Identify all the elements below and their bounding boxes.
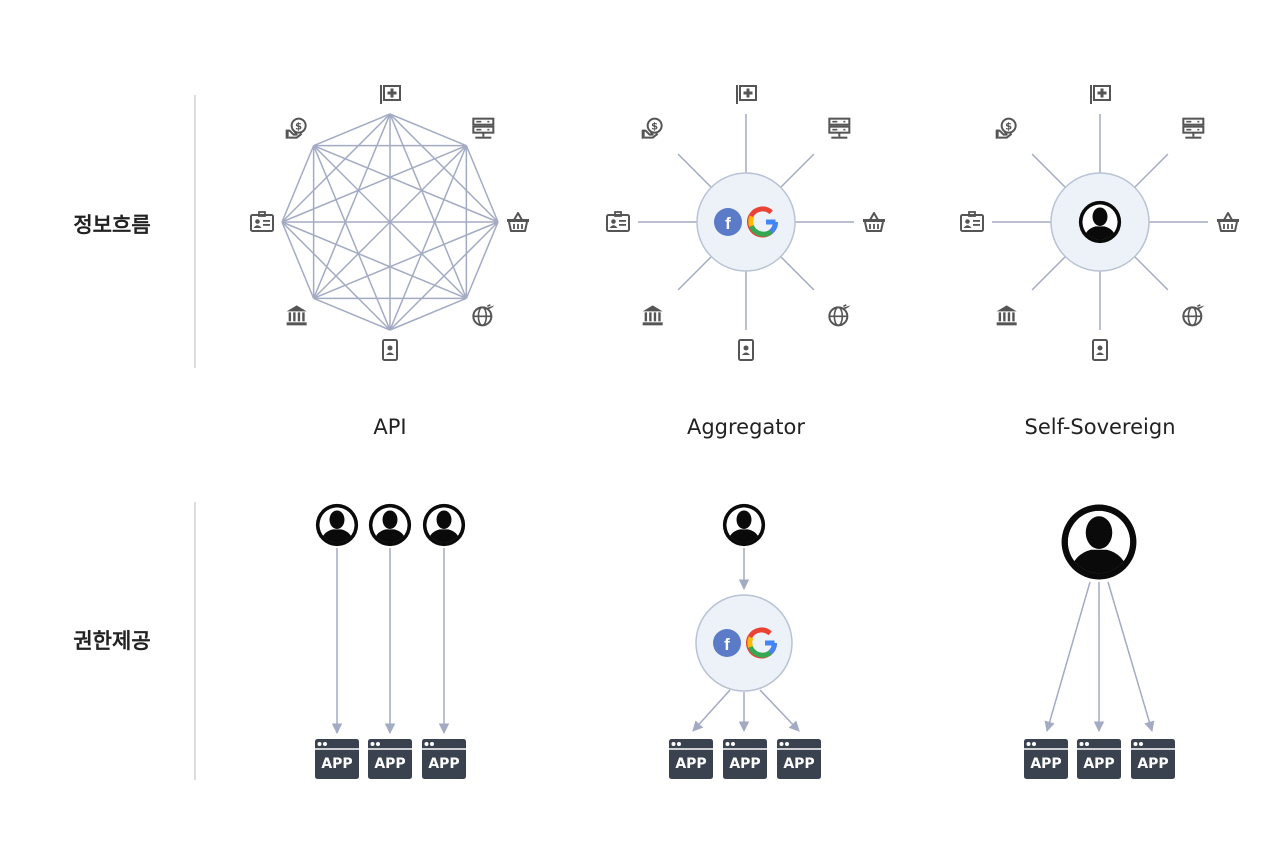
aggregator-hub: f: [696, 172, 796, 272]
server-icon: [472, 117, 495, 140]
self-sovereign-hub: [1050, 172, 1150, 272]
money-hand-icon: [284, 117, 307, 140]
bank-icon: [642, 305, 663, 326]
id-badge-icon: [738, 339, 754, 361]
google-logo-icon: [746, 627, 777, 659]
mesh-edge: [313, 113, 391, 147]
mesh-edge: [281, 221, 315, 299]
user-avatar-icon: [1062, 505, 1137, 581]
spoke-edge: [677, 256, 712, 291]
flow-arrow: [1107, 581, 1155, 733]
mesh-edge: [281, 221, 391, 331]
mesh-edge: [465, 221, 499, 299]
api-mesh-network: [281, 113, 499, 331]
id-badge-icon: [382, 339, 398, 361]
mesh-edge: [389, 113, 467, 147]
hospital-icon: [735, 84, 757, 105]
flow-arrow: [759, 689, 800, 732]
server-icon: [828, 117, 851, 140]
app-label: APP: [783, 756, 814, 772]
mesh-edge: [465, 145, 499, 223]
app-box: APP: [777, 739, 821, 779]
facebook-logo-letter: f: [725, 214, 731, 233]
app-label: APP: [428, 756, 459, 772]
id-card-icon: [250, 211, 274, 232]
app-box: APP: [1077, 739, 1121, 779]
hospital-icon: [1089, 84, 1111, 105]
api-permission: [316, 504, 465, 735]
mesh-edge: [313, 145, 467, 299]
spoke-edge: [1134, 153, 1169, 188]
mesh-edge: [313, 144, 499, 223]
app-box: APP: [1131, 739, 1175, 779]
facebook-logo-letter: f: [724, 635, 730, 654]
app-box: APP: [422, 739, 466, 779]
spoke-edge: [780, 153, 815, 188]
facebook-logo-icon: [714, 208, 742, 236]
id-badge-icon: [1092, 339, 1108, 361]
app-box: APP: [368, 739, 412, 779]
spoke-edge: [1031, 256, 1066, 291]
bank-icon: [996, 305, 1017, 326]
app-label: APP: [1030, 756, 1061, 772]
mesh-edge: [389, 113, 468, 299]
flow-arrow: [1044, 581, 1091, 733]
mesh-edge: [389, 297, 467, 331]
mesh-edge: [281, 144, 467, 223]
app-label: APP: [374, 756, 405, 772]
server-icon: [1182, 117, 1205, 140]
money-hand-icon: [640, 117, 663, 140]
app-label: APP: [1083, 756, 1114, 772]
app-label: APP: [675, 756, 706, 772]
global-travel-icon: [1182, 303, 1206, 327]
spoke-edge: [1031, 153, 1066, 188]
global-travel-icon: [472, 303, 496, 327]
mesh-edge: [281, 145, 315, 223]
user-avatar-icon: [423, 504, 465, 547]
self-sovereign-spokes: [992, 114, 1208, 330]
mesh-edge: [313, 297, 391, 331]
id-card-icon: [606, 211, 630, 232]
spoke-edge: [1134, 256, 1169, 291]
facebook-logo-icon: [713, 629, 741, 657]
row-label-permission: 권한제공: [73, 629, 150, 653]
mesh-edge: [281, 221, 467, 300]
mesh-edge: [389, 145, 468, 331]
shopping-basket-icon: [506, 212, 530, 232]
app-box: APP: [315, 739, 359, 779]
spoke-edge: [677, 153, 712, 188]
google-logo-icon: [747, 206, 778, 238]
app-label: APP: [729, 756, 760, 772]
app-box: APP: [1024, 739, 1068, 779]
model-title-api: API: [373, 415, 406, 439]
app-label: APP: [1137, 756, 1168, 772]
app-box: APP: [723, 739, 767, 779]
mesh-edge: [312, 113, 391, 299]
aggregator-permission: f: [692, 504, 800, 733]
flow-arrow: [692, 689, 731, 732]
spoke-edge: [780, 256, 815, 291]
aggregator-spokes: [638, 114, 854, 330]
user-avatar-icon: [723, 504, 765, 547]
model-title-self-sovereign: Self-Sovereign: [1025, 415, 1176, 439]
self-sovereign-permission: [1044, 505, 1155, 733]
row-label-information-flow: 정보흐름: [73, 213, 150, 237]
app-boxes: APP APP APP APP APP APP APP APP APP: [315, 739, 1175, 779]
shopping-basket-icon: [1216, 212, 1240, 232]
app-box: APP: [669, 739, 713, 779]
user-avatar-icon: [369, 504, 411, 547]
mesh-edge: [313, 221, 499, 300]
global-travel-icon: [828, 303, 852, 327]
user-avatar-icon: [316, 504, 358, 547]
shopping-basket-icon: [862, 212, 886, 232]
bank-icon: [286, 305, 307, 326]
model-title-aggregator: Aggregator: [687, 415, 805, 439]
money-hand-icon: [994, 117, 1017, 140]
app-label: APP: [321, 756, 352, 772]
id-card-icon: [960, 211, 984, 232]
aggregator-hub: [695, 594, 793, 692]
hospital-icon: [379, 84, 401, 105]
mesh-edge: [312, 145, 391, 331]
